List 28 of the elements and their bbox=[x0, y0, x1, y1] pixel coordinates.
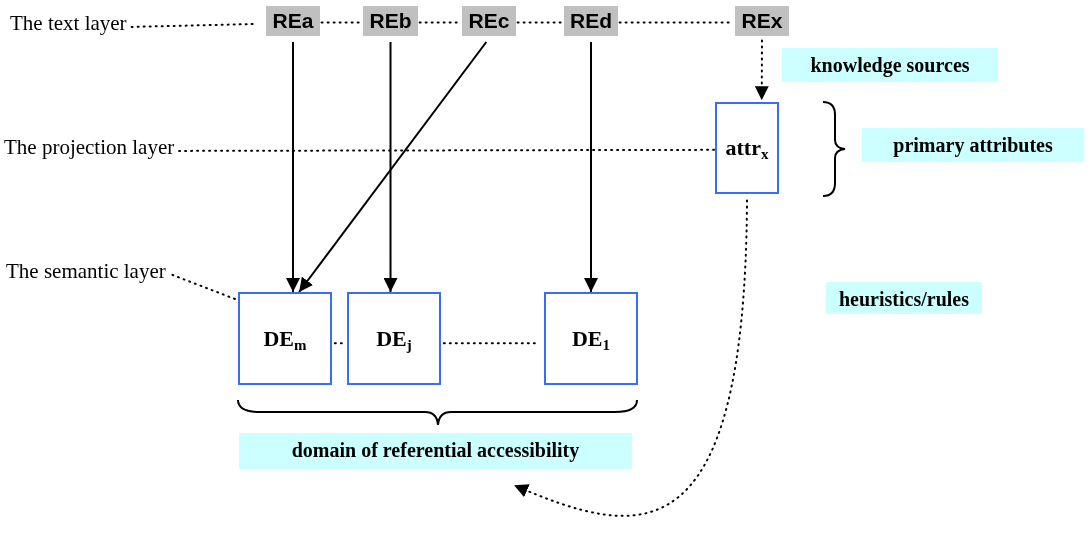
layer-label: The semantic layer bbox=[6, 258, 166, 284]
entity-box: DE$_{j}$ bbox=[347, 292, 441, 385]
expression-tag: REb bbox=[363, 6, 418, 36]
arrow bbox=[584, 41, 598, 293]
dotted-line bbox=[516, 21, 563, 24]
expression-tag: REx bbox=[735, 6, 789, 36]
entity-box: DE$_{1}$ bbox=[544, 292, 638, 385]
dotted-line bbox=[171, 273, 238, 301]
dotted-line bbox=[320, 21, 362, 24]
highlight-label: knowledge sources bbox=[782, 48, 998, 82]
arrow bbox=[513, 199, 748, 517]
dotted-line bbox=[333, 342, 344, 345]
arrow bbox=[754, 39, 769, 102]
layer-label: The projection layer bbox=[4, 134, 175, 160]
arrow bbox=[383, 41, 398, 293]
expression-tag: REa bbox=[266, 6, 320, 36]
expression-tag: REc bbox=[462, 6, 516, 36]
expression-tag: REd bbox=[564, 6, 618, 36]
entity-box: DE$_{m}$ bbox=[238, 292, 332, 385]
arrow bbox=[298, 41, 488, 293]
arrow bbox=[286, 41, 300, 293]
highlight-label: primary attributes bbox=[862, 128, 1084, 162]
layer-label: The text layer bbox=[10, 10, 127, 36]
attribute-box: attr$_{x}$ bbox=[715, 102, 779, 194]
dotted-line bbox=[418, 21, 461, 24]
highlight-label: domain of referential accessibility bbox=[239, 433, 632, 469]
highlight-label: heuristics/rules bbox=[826, 282, 982, 314]
dotted-line bbox=[178, 148, 716, 152]
